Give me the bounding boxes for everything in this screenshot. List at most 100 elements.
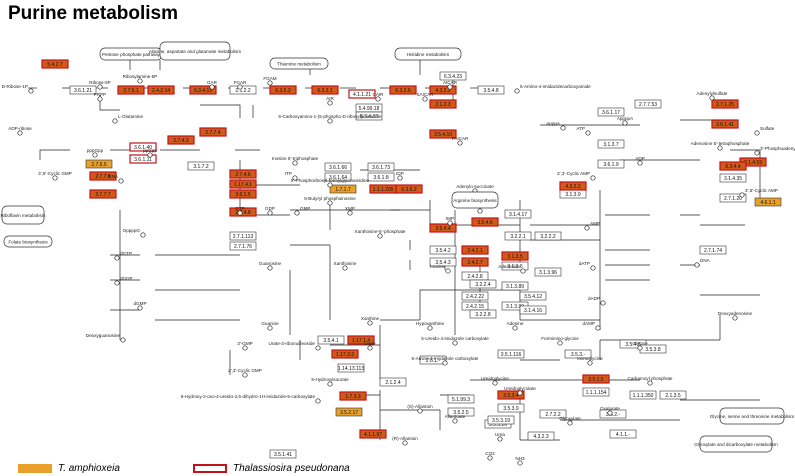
enzyme-label: 2.7.1.76	[234, 244, 252, 250]
enzyme-box	[389, 85, 417, 95]
compound-label: Urate-3-ribonucleoside	[269, 341, 316, 346]
compound-node	[560, 125, 566, 131]
compound-label: Allantoate	[445, 414, 466, 419]
compound-node	[17, 130, 23, 136]
pathway-map-box[interactable]	[1, 205, 45, 225]
compound-label: ADP-ribose	[8, 126, 32, 131]
enzyme-label: 4.1.1.97	[364, 432, 382, 438]
enzyme-box	[699, 245, 727, 255]
pathway-map-box[interactable]	[699, 435, 773, 453]
compound-node	[28, 88, 34, 94]
enzyme-box	[471, 217, 499, 227]
enzyme-box	[504, 231, 532, 241]
compound-label: 2',3'-Cyclic GMP	[228, 368, 262, 373]
enzyme-box	[229, 85, 257, 95]
enzyme-label: 2.4.2.8	[467, 274, 483, 280]
compound-label: FGAM	[263, 76, 276, 81]
compound-label: Ureidoglycolate	[504, 386, 536, 391]
compound-label: IMP	[446, 216, 454, 221]
compound-label: SAICAR	[416, 92, 434, 97]
reaction-line	[200, 104, 241, 118]
compound-node	[647, 380, 653, 386]
enzyme-label: 3.5.1.41	[274, 452, 292, 458]
compound-node	[442, 360, 448, 366]
compound-node	[92, 152, 98, 158]
enzyme-box	[324, 172, 352, 182]
enzyme-box	[429, 85, 457, 95]
compound-node	[452, 340, 458, 346]
compound-label: Deoxyadenosine	[718, 311, 753, 316]
enzyme-box	[609, 429, 637, 439]
enzyme-box	[335, 407, 363, 417]
pathway-map-box[interactable]	[719, 407, 785, 425]
enzyme-box	[447, 394, 475, 404]
compound-node	[447, 220, 453, 226]
enzyme-box	[229, 207, 257, 217]
pathway-map-box[interactable]	[3, 235, 53, 248]
compound-label: Oxalurate	[600, 406, 620, 411]
enzyme-label: 3.2.2.8	[475, 312, 491, 318]
reaction-line	[39, 149, 70, 160]
compound-label: AMP	[590, 221, 600, 226]
compound-node	[267, 265, 273, 271]
enzyme-box	[269, 85, 297, 95]
legend-item-t-amphioxeia: T. amphioxeia	[18, 463, 120, 474]
compound-node	[377, 233, 383, 239]
compound-node	[315, 345, 321, 351]
enzyme-box	[461, 245, 489, 255]
enzyme-label: 3.5.4.8	[483, 88, 499, 94]
legend-swatch-red	[193, 464, 227, 473]
compound-label: Ureidoglycine	[481, 376, 509, 381]
enzyme-label: 3.5.4.12	[524, 294, 542, 300]
compound-label: 5-Hydroxyisourate	[311, 377, 349, 382]
enzyme-box	[719, 173, 747, 183]
enzyme-label: 3.5.3.4	[503, 393, 519, 399]
compound-nodes: D-Ribose-1PRibose-5PPRPPRibosylamine-5PL…	[2, 74, 795, 466]
enzyme-label: 2.7.7.6	[95, 174, 111, 180]
enzyme-label: 2.7.4.6	[235, 172, 251, 178]
compound-label: dGDP	[120, 276, 133, 281]
compound-node	[147, 152, 153, 158]
enzyme-label: 3.6.1.8	[373, 175, 389, 181]
compound-label: ITP	[285, 171, 292, 176]
compound-node	[367, 320, 373, 326]
compound-node	[375, 96, 381, 102]
enzyme-label: 3.6.1.73	[372, 165, 390, 171]
enzyme-label: 3.1.3.9	[565, 192, 581, 198]
compound-label: Inosine	[430, 264, 445, 269]
enzyme-box	[229, 231, 257, 241]
compound-label: 5'-Phosphoribosyl-formylglycinamidine	[291, 178, 370, 183]
compound-node	[267, 325, 273, 331]
compound-label: Iminoglycine	[577, 356, 603, 361]
compound-node	[517, 460, 523, 466]
enzyme-label: 3.5.1.116	[501, 352, 522, 358]
enzyme-box	[597, 139, 625, 149]
enzyme-box	[461, 291, 489, 301]
enzyme-label: 3.5.4.6	[477, 220, 493, 226]
pathway-map-box[interactable]	[451, 191, 499, 209]
enzyme-box	[754, 197, 782, 207]
enzyme-label: 6.3.2.6	[395, 88, 411, 94]
compound-node	[600, 300, 606, 306]
compound-label: Xanthosine	[334, 261, 357, 266]
compound-label: Adenylylsulfate	[697, 91, 728, 96]
pathway-map-label: Riboflavin metabolism	[1, 213, 46, 218]
enzyme-label: 2.7.1.20	[724, 196, 742, 202]
compound-node	[477, 208, 483, 214]
pathway-map-box[interactable]	[269, 57, 329, 70]
enzyme-box	[719, 161, 747, 171]
compound-node	[584, 225, 590, 231]
enzyme-box	[229, 179, 257, 189]
enzyme-label: 5.4.2.7	[47, 62, 63, 68]
compound-node	[112, 118, 118, 124]
compound-node	[512, 325, 518, 331]
pathway-map-box[interactable]	[394, 47, 462, 61]
enzyme-box	[559, 181, 587, 191]
enzyme-label: 3.5.4.2	[435, 248, 451, 254]
compound-node	[607, 410, 613, 416]
compound-label: 5-Amino-4-imidazole carboxylate	[412, 356, 479, 361]
pathway-map-box[interactable]	[159, 41, 231, 61]
enzyme-label: 1.7.1.7	[335, 187, 351, 193]
enzyme-label: 3.6.1.21	[74, 88, 92, 94]
enzyme-box	[339, 391, 367, 401]
